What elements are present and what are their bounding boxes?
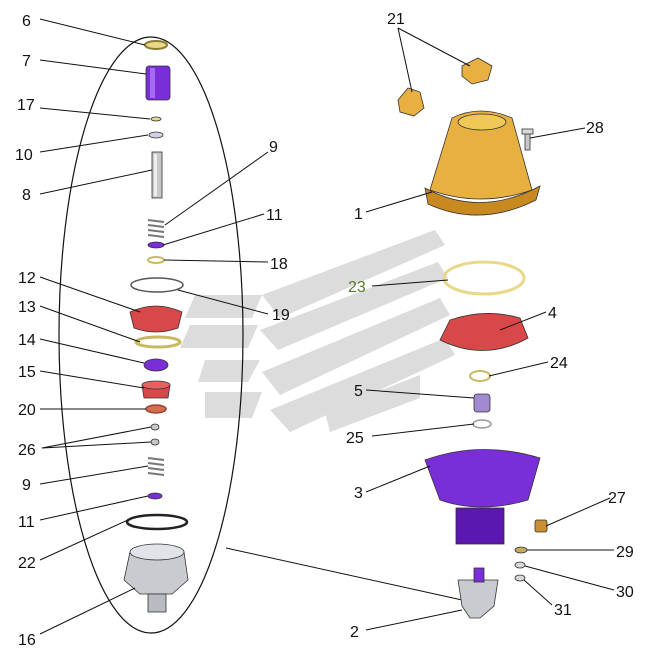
part-9-spring-lower <box>147 457 165 476</box>
group-ellipse <box>58 36 244 634</box>
label-18: 18 <box>270 256 288 273</box>
label-5: 5 <box>354 383 363 400</box>
part-4-diaphragm <box>439 313 529 351</box>
part-7-sleeve <box>145 65 171 101</box>
label-17: 17 <box>17 97 35 114</box>
label-24: 24 <box>550 355 568 372</box>
part-21-nuts <box>397 57 493 117</box>
callout-labels: 6 7 17 10 8 9 11 18 12 19 13 14 15 20 26… <box>15 11 634 649</box>
label-9-lower: 9 <box>22 477 31 494</box>
part-11-washer-lower <box>147 492 163 500</box>
label-26: 26 <box>18 442 36 459</box>
part-27-plug <box>534 519 548 533</box>
part-22-oring <box>125 513 189 531</box>
label-9-upper: 9 <box>269 139 278 156</box>
label-15: 15 <box>18 364 36 381</box>
label-29: 29 <box>616 544 634 561</box>
part-1-cover <box>424 110 541 216</box>
part-28-bolt <box>521 128 534 151</box>
label-22: 22 <box>18 555 36 572</box>
label-11-upper: 11 <box>266 207 283 224</box>
part-17-washer <box>150 116 162 122</box>
part-26-washer-a <box>150 423 160 431</box>
label-8: 8 <box>22 187 31 204</box>
label-3: 3 <box>354 485 363 502</box>
part-11-washer-upper <box>147 241 165 249</box>
label-4: 4 <box>548 305 557 322</box>
part-18-ring <box>147 256 165 264</box>
part-5-plug <box>473 393 491 413</box>
label-16: 16 <box>18 632 36 649</box>
label-20: 20 <box>18 402 36 419</box>
part-15-valve <box>141 380 171 399</box>
label-21: 21 <box>387 11 405 28</box>
part-23-ring <box>442 260 526 296</box>
label-2: 2 <box>350 624 359 641</box>
label-10: 10 <box>15 147 33 164</box>
label-11-lower: 11 <box>18 514 35 531</box>
label-23: 23 <box>348 279 366 296</box>
label-12: 12 <box>18 270 36 287</box>
part-30-washer <box>514 561 526 569</box>
part-20-ring <box>145 404 167 414</box>
label-25: 25 <box>346 430 364 447</box>
label-28: 28 <box>586 120 604 137</box>
part-10-washer <box>148 131 164 139</box>
part-6-ring <box>144 40 168 50</box>
part-12-diaphragm <box>129 305 183 333</box>
part-13-ring <box>134 335 182 349</box>
label-31: 31 <box>554 602 572 619</box>
label-14: 14 <box>18 332 36 349</box>
part-3-body <box>424 449 541 545</box>
part-24-ring <box>469 370 491 382</box>
part-29-washer <box>514 546 528 554</box>
part-31-washer <box>514 574 526 582</box>
part-9-spring-upper <box>147 219 165 238</box>
part-2-valve <box>457 567 499 619</box>
part-8-stem <box>151 151 163 199</box>
label-19: 19 <box>272 307 290 324</box>
part-26-washer-b <box>150 438 160 446</box>
label-13: 13 <box>18 299 36 316</box>
leader-lines <box>39 18 615 635</box>
part-16-housing <box>123 543 189 613</box>
label-30: 30 <box>616 584 634 601</box>
label-6: 6 <box>22 13 31 30</box>
watermark-logo <box>180 230 455 432</box>
part-25-ring <box>472 419 492 429</box>
part-14-disc <box>143 358 169 372</box>
label-1: 1 <box>354 206 363 223</box>
label-27: 27 <box>608 490 626 507</box>
group-link-line <box>225 547 463 601</box>
label-7: 7 <box>22 53 31 70</box>
part-19-oring <box>130 277 184 293</box>
